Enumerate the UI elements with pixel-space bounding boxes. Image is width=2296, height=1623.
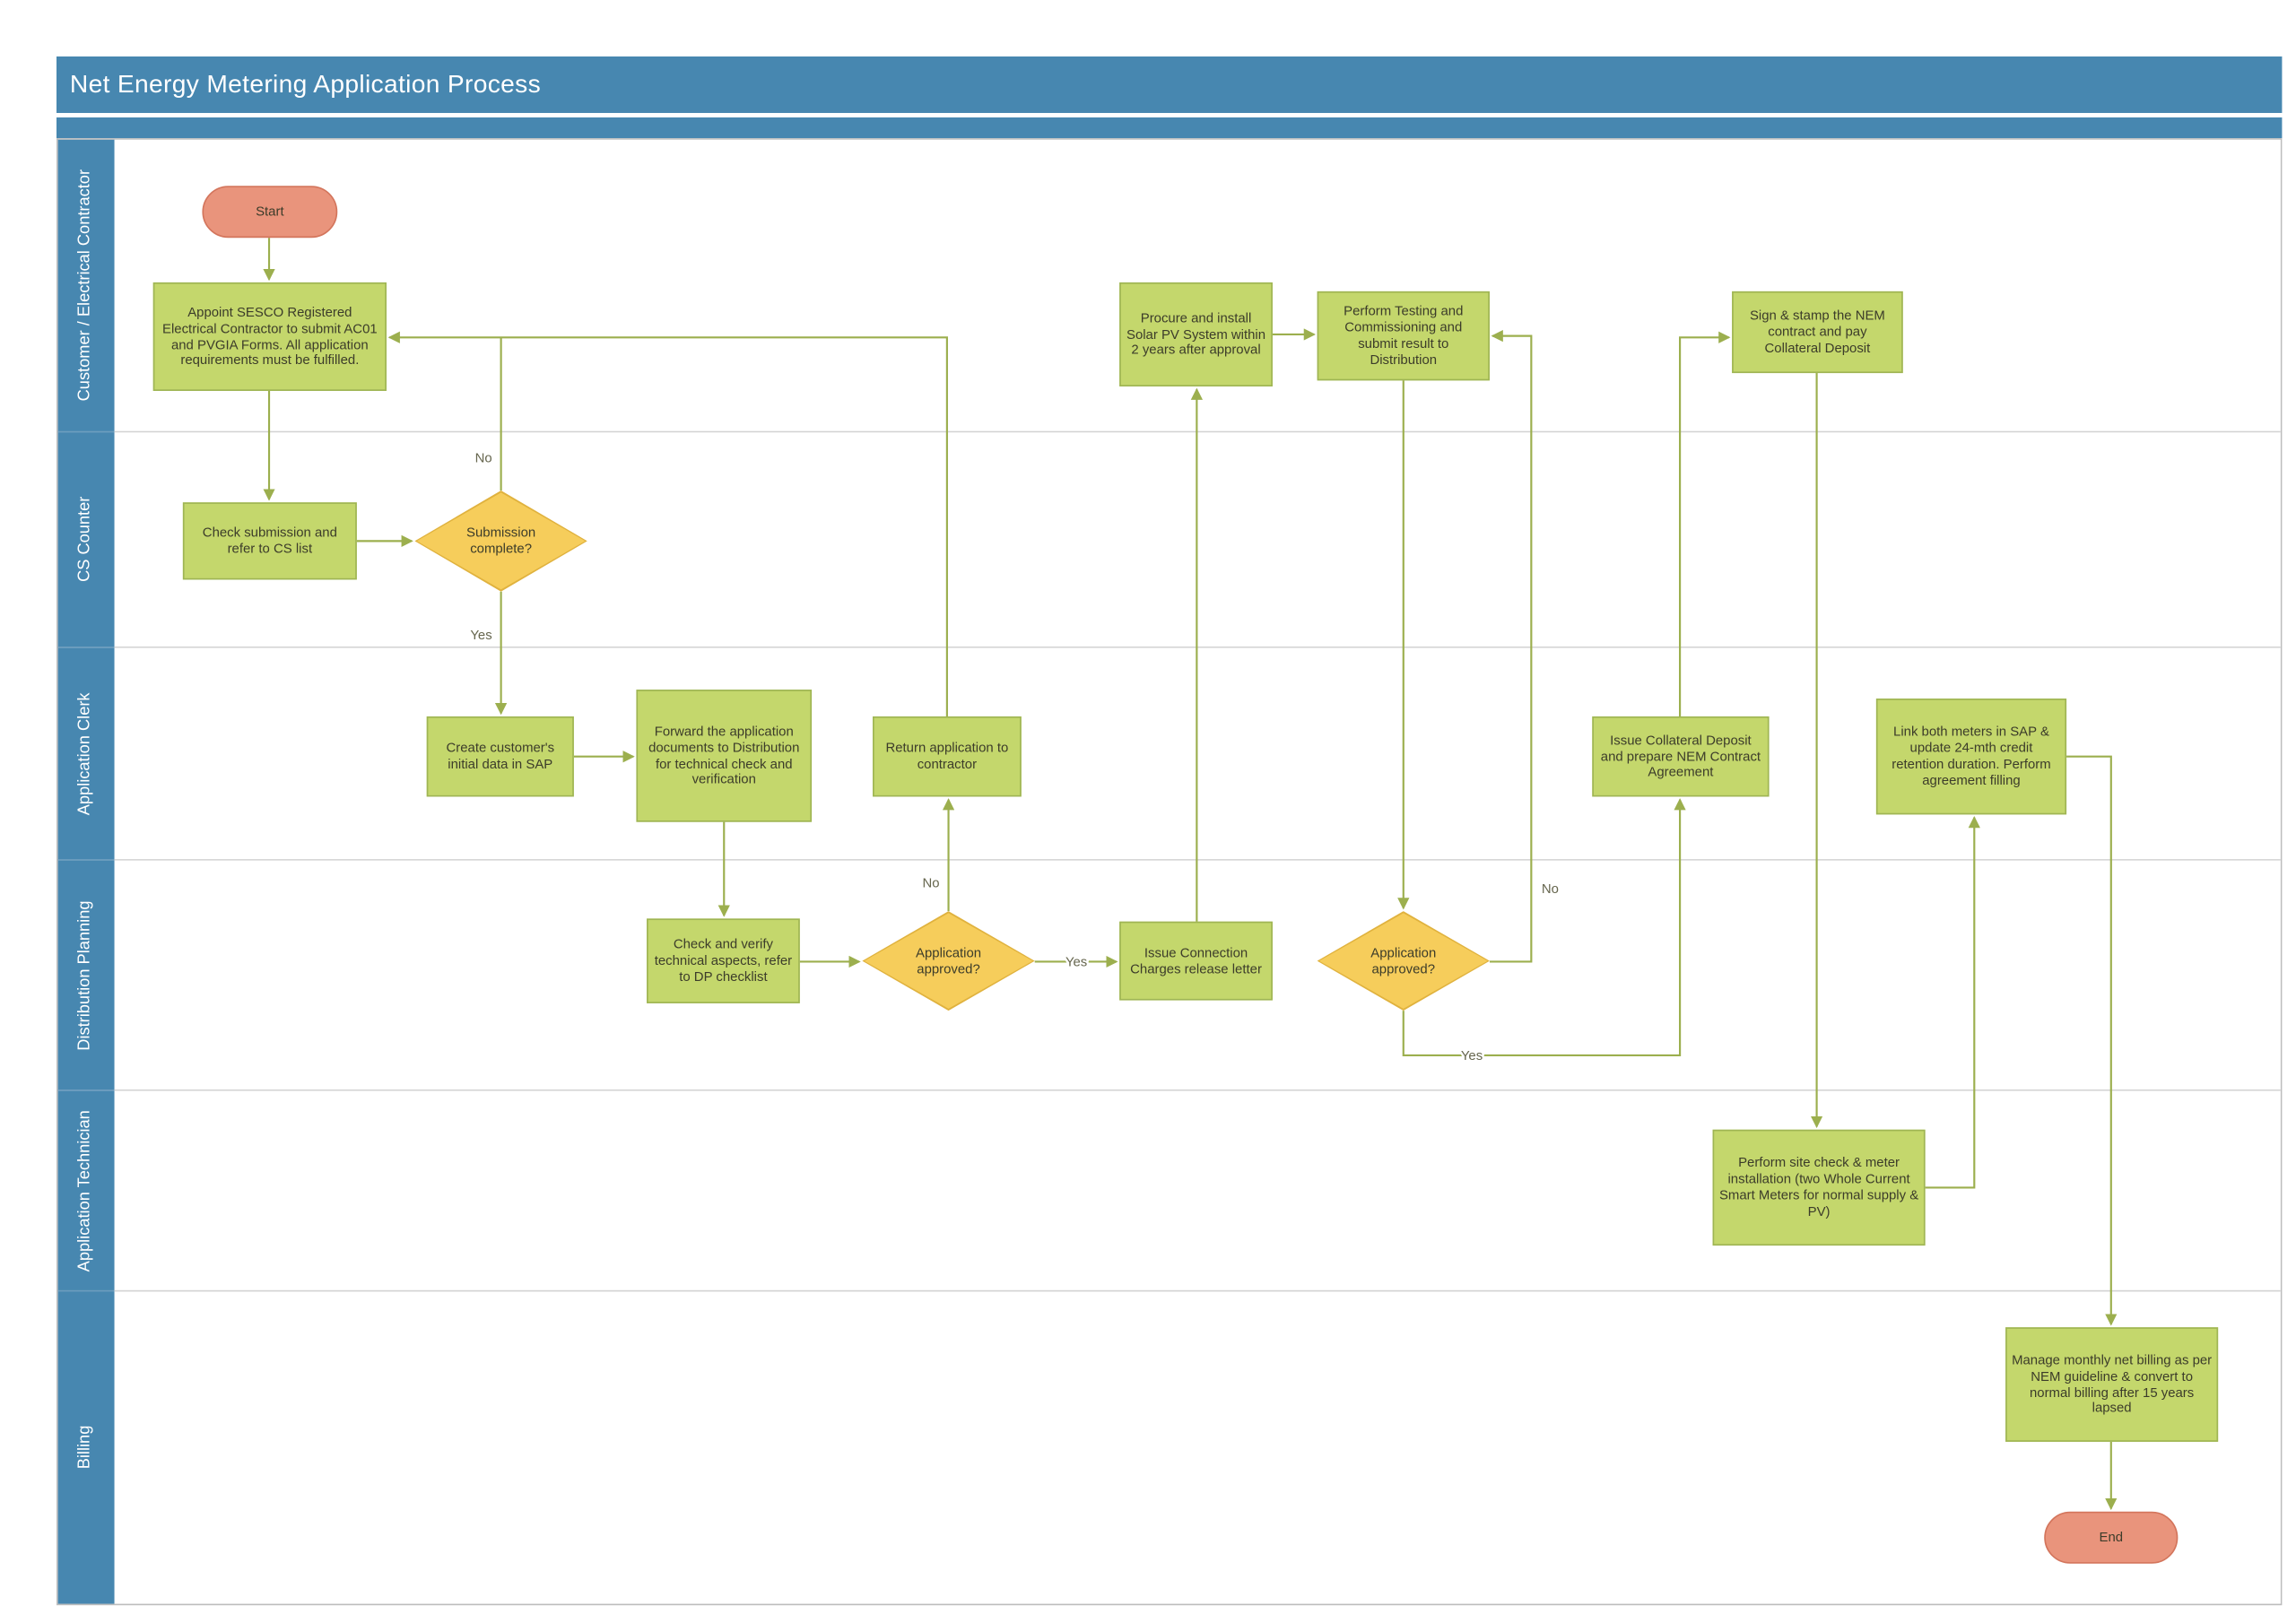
lane-label-cell: Application Clerk [57, 647, 115, 861]
process-check-verify-technical: Check and verify technical aspects, refe… [647, 918, 800, 1003]
title-bar: Net Energy Metering Application Process [56, 56, 2283, 113]
lane-label-cell: Billing [57, 1291, 115, 1604]
process-sign-stamp-contract: Sign & stamp the NEM contract and pay Co… [1732, 291, 1903, 374]
process-return-application: Return application to contractor [873, 716, 1022, 797]
page-title: Net Energy Metering Application Process [69, 69, 542, 99]
process-manage-net-billing: Manage monthly net billing as per NEM gu… [2005, 1327, 2219, 1442]
lane-label-cell: Application Technician [57, 1090, 115, 1292]
lane-label: Application Technician [75, 1109, 94, 1271]
lane-label: Customer / Electrical Contractor [75, 169, 94, 402]
process-link-meters-sap: Link both meters in SAP & update 24-mth … [1875, 699, 2067, 815]
lane-label-cell: Customer / Electrical Contractor [57, 139, 115, 433]
lane-billing: Billing [57, 1291, 2281, 1604]
process-procure-install-pv: Procure and install Solar PV System with… [1119, 282, 1273, 386]
lane-body [114, 1090, 2281, 1292]
lane-cs-counter: CS Counter [57, 432, 2281, 648]
process-check-submission: Check submission and refer to CS list [182, 502, 357, 580]
lane-label-cell: Distribution Planning [57, 860, 115, 1091]
lane-application-technician: Application Technician [57, 1090, 2281, 1292]
process-appoint-contractor: Appoint SESCO Registered Electrical Cont… [152, 282, 387, 391]
lane-label-cell: CS Counter [57, 432, 115, 648]
lane-label: Distribution Planning [75, 899, 94, 1050]
process-create-initial-data: Create customer's initial data in SAP [426, 716, 574, 797]
process-issue-connection-charges: Issue Connection Charges release letter [1119, 921, 1273, 1001]
lane-label: Application Clerk [75, 691, 94, 815]
lane-label: CS Counter [75, 497, 94, 583]
lane-label: Billing [75, 1426, 94, 1470]
process-issue-collateral-deposit: Issue Collateral Deposit and prepare NEM… [1592, 716, 1770, 797]
process-forward-documents: Forward the application documents to Dis… [636, 690, 813, 822]
process-perform-site-check: Perform site check & meter installation … [1712, 1129, 1926, 1246]
lane-body [114, 1291, 2281, 1604]
header-strip [56, 117, 2283, 139]
terminator-end: End [2044, 1511, 2179, 1564]
terminator-start: Start [202, 186, 338, 239]
process-perform-testing: Perform Testing and Commissioning and su… [1317, 291, 1490, 381]
